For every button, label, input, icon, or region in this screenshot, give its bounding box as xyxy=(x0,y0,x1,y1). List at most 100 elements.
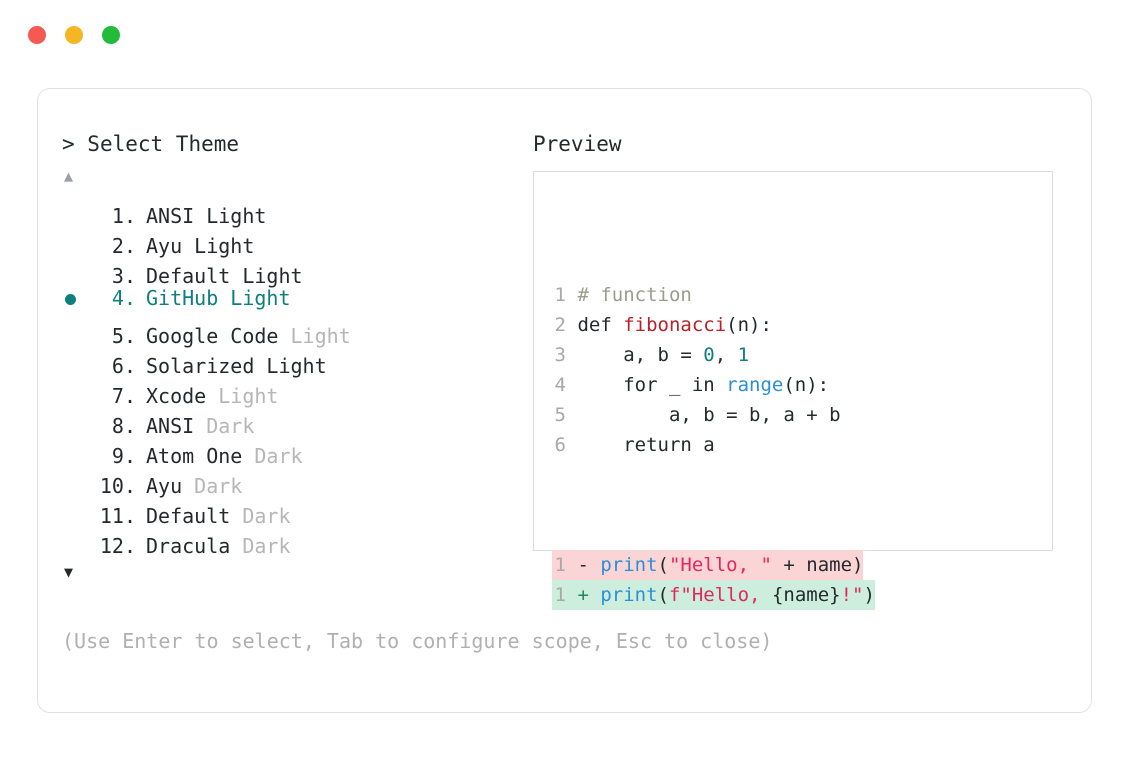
theme-item-variant: Light xyxy=(230,286,291,310)
selection-bullet-cell xyxy=(62,403,92,433)
code-token: def xyxy=(566,314,624,336)
line-number: 5 xyxy=(554,404,566,426)
selection-bullet-cell xyxy=(62,343,92,373)
theme-item-name: Xcode xyxy=(146,384,219,408)
maximize-button[interactable] xyxy=(102,26,120,44)
selection-bullet-cell xyxy=(62,223,92,253)
theme-item-index: 3. xyxy=(111,264,136,288)
selection-bullet-cell xyxy=(62,523,92,553)
selection-bullet-cell xyxy=(62,285,92,315)
theme-item-index: 11. xyxy=(99,504,136,528)
code-token: ) xyxy=(852,554,864,576)
scroll-up-icon[interactable]: ▲ xyxy=(64,167,74,185)
theme-item-variant: Dark xyxy=(194,474,243,498)
theme-list-item[interactable]: 2.Ayu Light xyxy=(62,223,532,258)
theme-item-index: 7. xyxy=(111,384,136,408)
code-token: 0 xyxy=(703,344,715,366)
theme-list-item[interactable]: 3.Default Light xyxy=(62,253,532,288)
theme-item-name: Google Code xyxy=(146,324,291,348)
code-token: fibonacci xyxy=(623,314,727,336)
theme-item-index: 10. xyxy=(99,474,136,498)
preview-title: Preview xyxy=(533,132,622,156)
selection-bullet-cell xyxy=(62,313,92,343)
code-token: print xyxy=(600,554,658,576)
diff-lines: 1 - print("Hello, " + name)1 + print(f"H… xyxy=(552,550,875,610)
line-number: 6 xyxy=(554,434,566,456)
diff-line-added: 1 + print(f"Hello, {name}!") xyxy=(552,580,875,610)
page-title: > Select Theme xyxy=(62,131,532,157)
selection-bullet-cell xyxy=(62,373,92,403)
theme-item-index: 6. xyxy=(111,354,136,378)
selection-bullet-cell xyxy=(62,493,92,523)
minimize-button[interactable] xyxy=(65,26,83,44)
theme-item-index: 2. xyxy=(111,234,136,258)
theme-list-item[interactable]: 8.ANSI Dark xyxy=(62,403,532,438)
theme-item-index: 12. xyxy=(99,534,136,558)
page-title-text: Select Theme xyxy=(87,132,240,156)
scroll-down-icon[interactable]: ▼ xyxy=(64,563,74,581)
theme-item-variant: Dark xyxy=(254,444,303,468)
theme-item-index: 8. xyxy=(111,414,136,438)
code-line: 3 a, b = 0, 1 xyxy=(552,340,875,370)
theme-item-name: Ayu xyxy=(146,474,195,498)
code-token: print xyxy=(600,584,658,606)
theme-list-item[interactable]: 12.Dracula Dark xyxy=(62,523,532,558)
theme-item-index: 9. xyxy=(111,444,136,468)
line-number: 4 xyxy=(554,374,566,396)
code-token: + name xyxy=(771,554,853,576)
selected-bullet-icon xyxy=(65,294,76,305)
theme-item-variant: Light xyxy=(206,204,267,228)
theme-list-item[interactable]: 5. Google Code Light xyxy=(62,313,532,348)
code-token: ) xyxy=(863,584,875,606)
theme-list-item[interactable]: 6.Solarized Light xyxy=(62,343,532,378)
diff-sign: + xyxy=(566,584,601,606)
theme-item-variant: Light xyxy=(194,234,255,258)
line-number: 1 xyxy=(554,284,566,306)
code-token: , xyxy=(714,344,738,366)
theme-list-item[interactable]: 4.GitHub Light xyxy=(62,283,532,313)
selection-bullet-cell xyxy=(62,253,92,283)
selection-bullet-cell xyxy=(62,433,92,463)
theme-list-item[interactable]: 11. Default Dark xyxy=(62,493,532,528)
code-token: a, b = b, a + b xyxy=(566,404,841,426)
line-number: 1 xyxy=(554,554,566,576)
close-button[interactable] xyxy=(28,26,46,44)
selection-bullet-cell xyxy=(62,193,92,223)
theme-item-variant: Light xyxy=(218,384,279,408)
code-token: 1 xyxy=(737,344,750,366)
code-line: 2 def fibonacci(n): xyxy=(552,310,875,340)
window-titlebar xyxy=(28,26,120,44)
line-number: 1 xyxy=(554,584,566,606)
theme-list-item[interactable]: 10. Ayu Dark xyxy=(62,463,532,498)
diff-sign: - xyxy=(566,554,601,576)
code-line: 4 for _ in range(n): xyxy=(552,370,875,400)
code-token: f"Hello, xyxy=(668,584,772,606)
code-token: ( xyxy=(657,554,669,576)
theme-item-name: Solarized xyxy=(146,354,267,378)
code-token: (n): xyxy=(726,314,772,336)
theme-item-variant: Light xyxy=(290,324,351,348)
theme-list-item[interactable]: 7. Xcode Light xyxy=(62,373,532,408)
theme-item-variant: Dark xyxy=(242,534,291,558)
theme-item-index: 4. xyxy=(111,286,136,310)
theme-item-index: 5. xyxy=(111,324,136,348)
theme-item-name: Default xyxy=(146,504,243,528)
theme-item-variant: Dark xyxy=(242,504,291,528)
code-line: 5 a, b = b, a + b xyxy=(552,400,875,430)
theme-list-item[interactable]: 9.Atom One Dark xyxy=(62,433,532,468)
code-token: range xyxy=(726,374,784,396)
theme-item-variant: Light xyxy=(242,264,303,288)
code-token: !" xyxy=(840,584,864,606)
code-token: {name} xyxy=(771,584,841,606)
code-token: return a xyxy=(566,434,715,456)
theme-item-index: 1. xyxy=(111,204,136,228)
theme-list-item[interactable]: 1.ANSI Light xyxy=(62,193,532,228)
code-token: ( xyxy=(657,584,669,606)
